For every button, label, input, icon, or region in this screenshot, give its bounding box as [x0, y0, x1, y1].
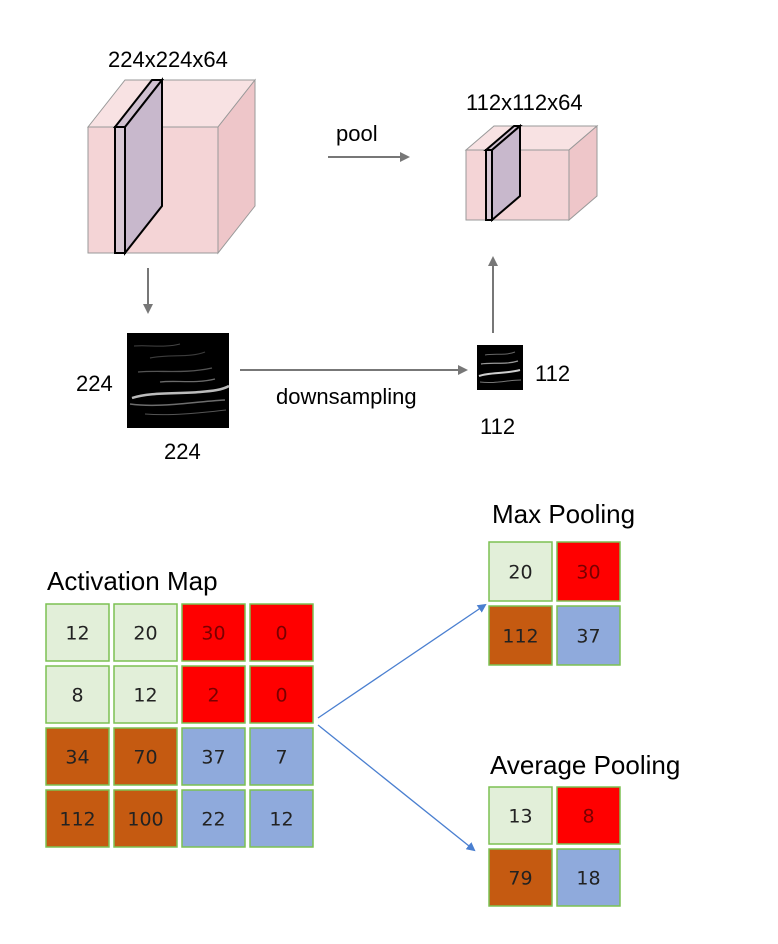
max-pooling-cell-value: 37: [576, 626, 600, 648]
activation-map-cell-value: 8: [71, 685, 83, 707]
activation-map-cell-value: 20: [133, 623, 157, 645]
activation-map-cell: [113, 603, 178, 662]
activation-map-cell-value: 22: [201, 809, 225, 831]
max-pooling-arrow: [317, 603, 487, 719]
activation-map-cell-value: 0: [275, 685, 287, 707]
activation-map-cell: [113, 727, 178, 786]
input-cube-side: [217, 78, 256, 255]
slice-small-width-label: 112: [480, 414, 515, 439]
activation-map-cell-value: 30: [201, 623, 225, 645]
activation-map-cell: [249, 727, 314, 786]
max-pooling-cell-value: 20: [508, 562, 532, 584]
activation-map-cell: [45, 665, 110, 724]
average-pooling-grid: 13 8 79 18: [488, 786, 621, 907]
max-pooling-title: Max Pooling: [492, 499, 635, 529]
max-pooling-grid: 20 30 112 37: [488, 541, 621, 666]
max-pooling-cell: [556, 605, 621, 666]
input-slice-side: [124, 77, 163, 256]
max-pooling-cell: [488, 605, 553, 666]
activation-map-cell: [45, 603, 110, 662]
average-pooling-arrow: [317, 724, 476, 852]
activation-map-cell-value: 12: [269, 809, 293, 831]
average-pooling-title: Average Pooling: [490, 750, 680, 780]
output-volume-label: 112x112x64: [466, 90, 583, 115]
max-pooling-cell: [556, 541, 621, 602]
activation-map-cell: [249, 603, 314, 662]
downsampling-label: downsampling: [276, 384, 417, 409]
slice-large-width-label: 224: [164, 439, 201, 464]
activation-map-cell: [113, 665, 178, 724]
activation-map-cell-value: 37: [201, 747, 225, 769]
activation-map-cell: [113, 789, 178, 848]
input-volume-cube: [86, 77, 257, 256]
activation-slice-large: [127, 333, 230, 428]
output-slice-side: [491, 123, 521, 223]
slice-large-height-label: 224: [76, 371, 113, 396]
activation-map-cell-value: 112: [59, 809, 95, 831]
activation-map-cell: [181, 665, 246, 724]
average-pooling-cell-value: 13: [508, 806, 532, 828]
activation-map-cell-value: 12: [133, 685, 157, 707]
max-pooling-cell: [488, 541, 553, 602]
average-pooling-cell: [488, 786, 553, 845]
activation-map-cell: [249, 789, 314, 848]
average-pooling-cell-value: 79: [508, 868, 532, 890]
activation-map-cell: [45, 789, 110, 848]
input-volume-label: 224x224x64: [108, 47, 228, 72]
max-pooling-cell-value: 112: [502, 626, 538, 648]
pool-label: pool: [336, 121, 378, 146]
activation-map-cell-value: 7: [275, 747, 287, 769]
average-pooling-cell: [556, 848, 621, 907]
activation-map-cell-value: 12: [65, 623, 89, 645]
activation-map-cell: [181, 727, 246, 786]
activation-map-cell-value: 70: [133, 747, 157, 769]
activation-map-cell: [181, 603, 246, 662]
activation-map-cell-value: 0: [275, 623, 287, 645]
output-cube-side: [568, 124, 598, 222]
average-pooling-cell-value: 18: [576, 868, 600, 890]
slice-small-height-label: 112: [535, 361, 570, 386]
activation-map-cell-value: 34: [65, 747, 89, 769]
input-slice-front: [114, 126, 126, 254]
activation-map-cell-value: 100: [127, 809, 163, 831]
max-pooling-cell-value: 30: [576, 562, 600, 584]
output-volume-cube: [464, 123, 599, 223]
activation-map-cell-value: 2: [207, 685, 219, 707]
average-pooling-cell: [556, 786, 621, 845]
activation-map-cell: [249, 665, 314, 724]
activation-slice-small: [477, 345, 523, 390]
average-pooling-cell: [488, 848, 553, 907]
average-pooling-cell-value: 8: [582, 806, 594, 828]
activation-map-cell: [45, 727, 110, 786]
activation-map-title: Activation Map: [47, 566, 218, 596]
activation-map-cell: [181, 789, 246, 848]
